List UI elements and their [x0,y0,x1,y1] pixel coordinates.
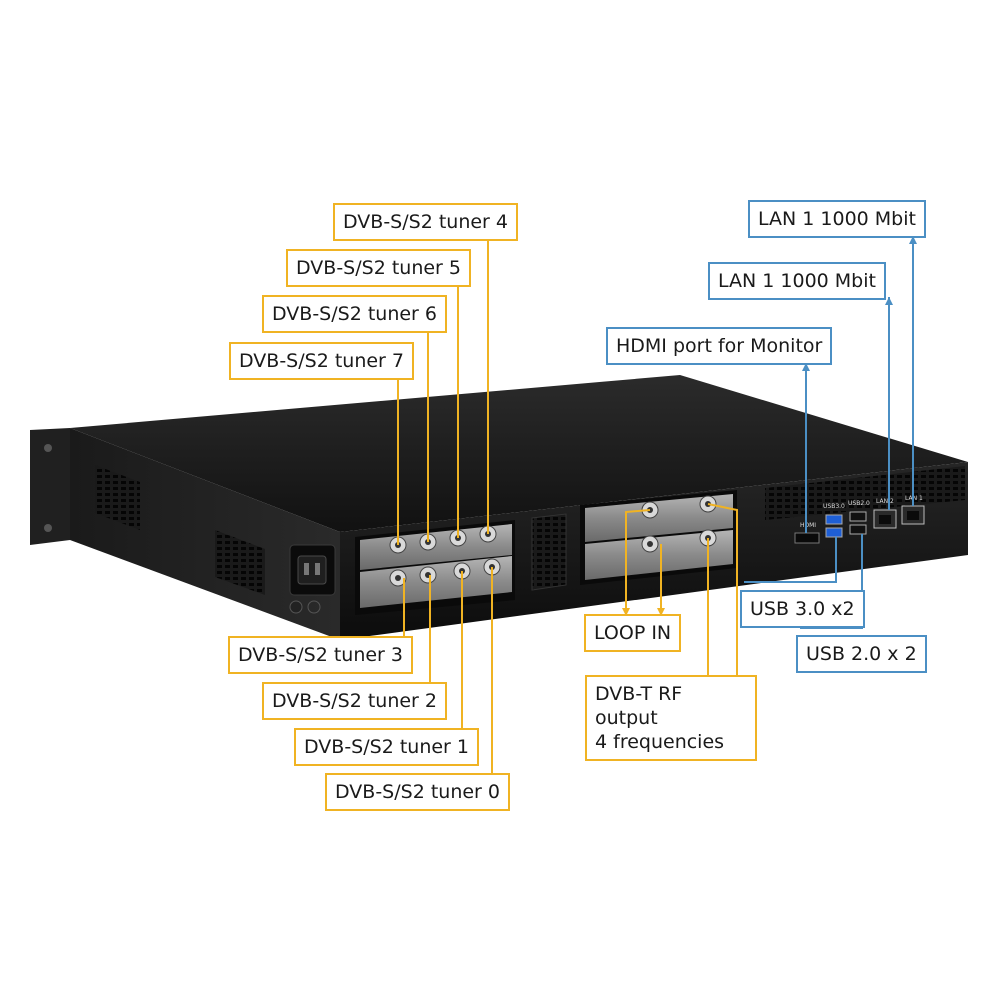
chassis-left-side [70,428,340,640]
usb3-port [825,514,843,525]
usb3-port [825,527,843,538]
tuner-leader-arrows [622,608,665,616]
rack-ear-screw [44,524,52,532]
lan2-port-label: LAN 2 [876,498,894,505]
callout-tuner-7: DVB-S/S2 tuner 7 [229,342,414,380]
callout-dvbt-line-1: DVB-T RF output [595,683,683,729]
callout-tuner-1: DVB-S/S2 tuner 1 [294,728,479,766]
network-leader-arrows [802,236,917,371]
usb2-port [849,511,867,522]
callout-usb3: USB 3.0 x2 [740,590,865,628]
blank-vent-plate [531,513,567,591]
callout-tuner-6: DVB-S/S2 tuner 6 [262,295,447,333]
usb2-port [849,524,867,535]
callout-hdmi: HDMI port for Monitor [606,327,833,365]
callout-tuner-3: DVB-S/S2 tuner 3 [228,636,413,674]
hdmi-port-label: HDMI [800,522,816,529]
callout-tuner-5: DVB-S/S2 tuner 5 [286,249,471,287]
network-leader-lines [744,236,914,629]
tuner-card-slot [355,520,515,615]
callout-tuner-4: DVB-S/S2 tuner 4 [333,203,518,241]
hdmi-port [794,532,820,544]
callout-usb2: USB 2.0 x 2 [796,635,927,673]
callout-loop-in: LOOP IN [584,614,682,652]
callout-tuner-2: DVB-S/S2 tuner 2 [262,682,447,720]
modulator-card-slot [580,490,737,585]
side-vent [95,465,140,530]
rack-ear [30,428,70,545]
rear-vent [765,466,965,520]
chassis-top [70,375,968,532]
usb3-port-label: USB3.0 [823,503,845,510]
side-vent [215,530,265,595]
io-ports: HDMI USB3.0 USB2.0 LAN 2 LAN 1 [794,495,925,544]
callout-lan-second: LAN 1 1000 Mbit [708,262,886,300]
callout-lan-top: LAN 1 1000 Mbit [748,200,926,238]
callout-dvbt-rf-output: DVB-T RF output 4 frequencies [585,675,757,761]
rack-ear-screw [44,444,52,452]
power-inlet [289,544,336,614]
callout-tuner-0: DVB-S/S2 tuner 0 [325,773,510,811]
callout-dvbt-line-2: 4 frequencies [595,731,725,753]
usb2-port-label: USB2.0 [848,500,870,507]
